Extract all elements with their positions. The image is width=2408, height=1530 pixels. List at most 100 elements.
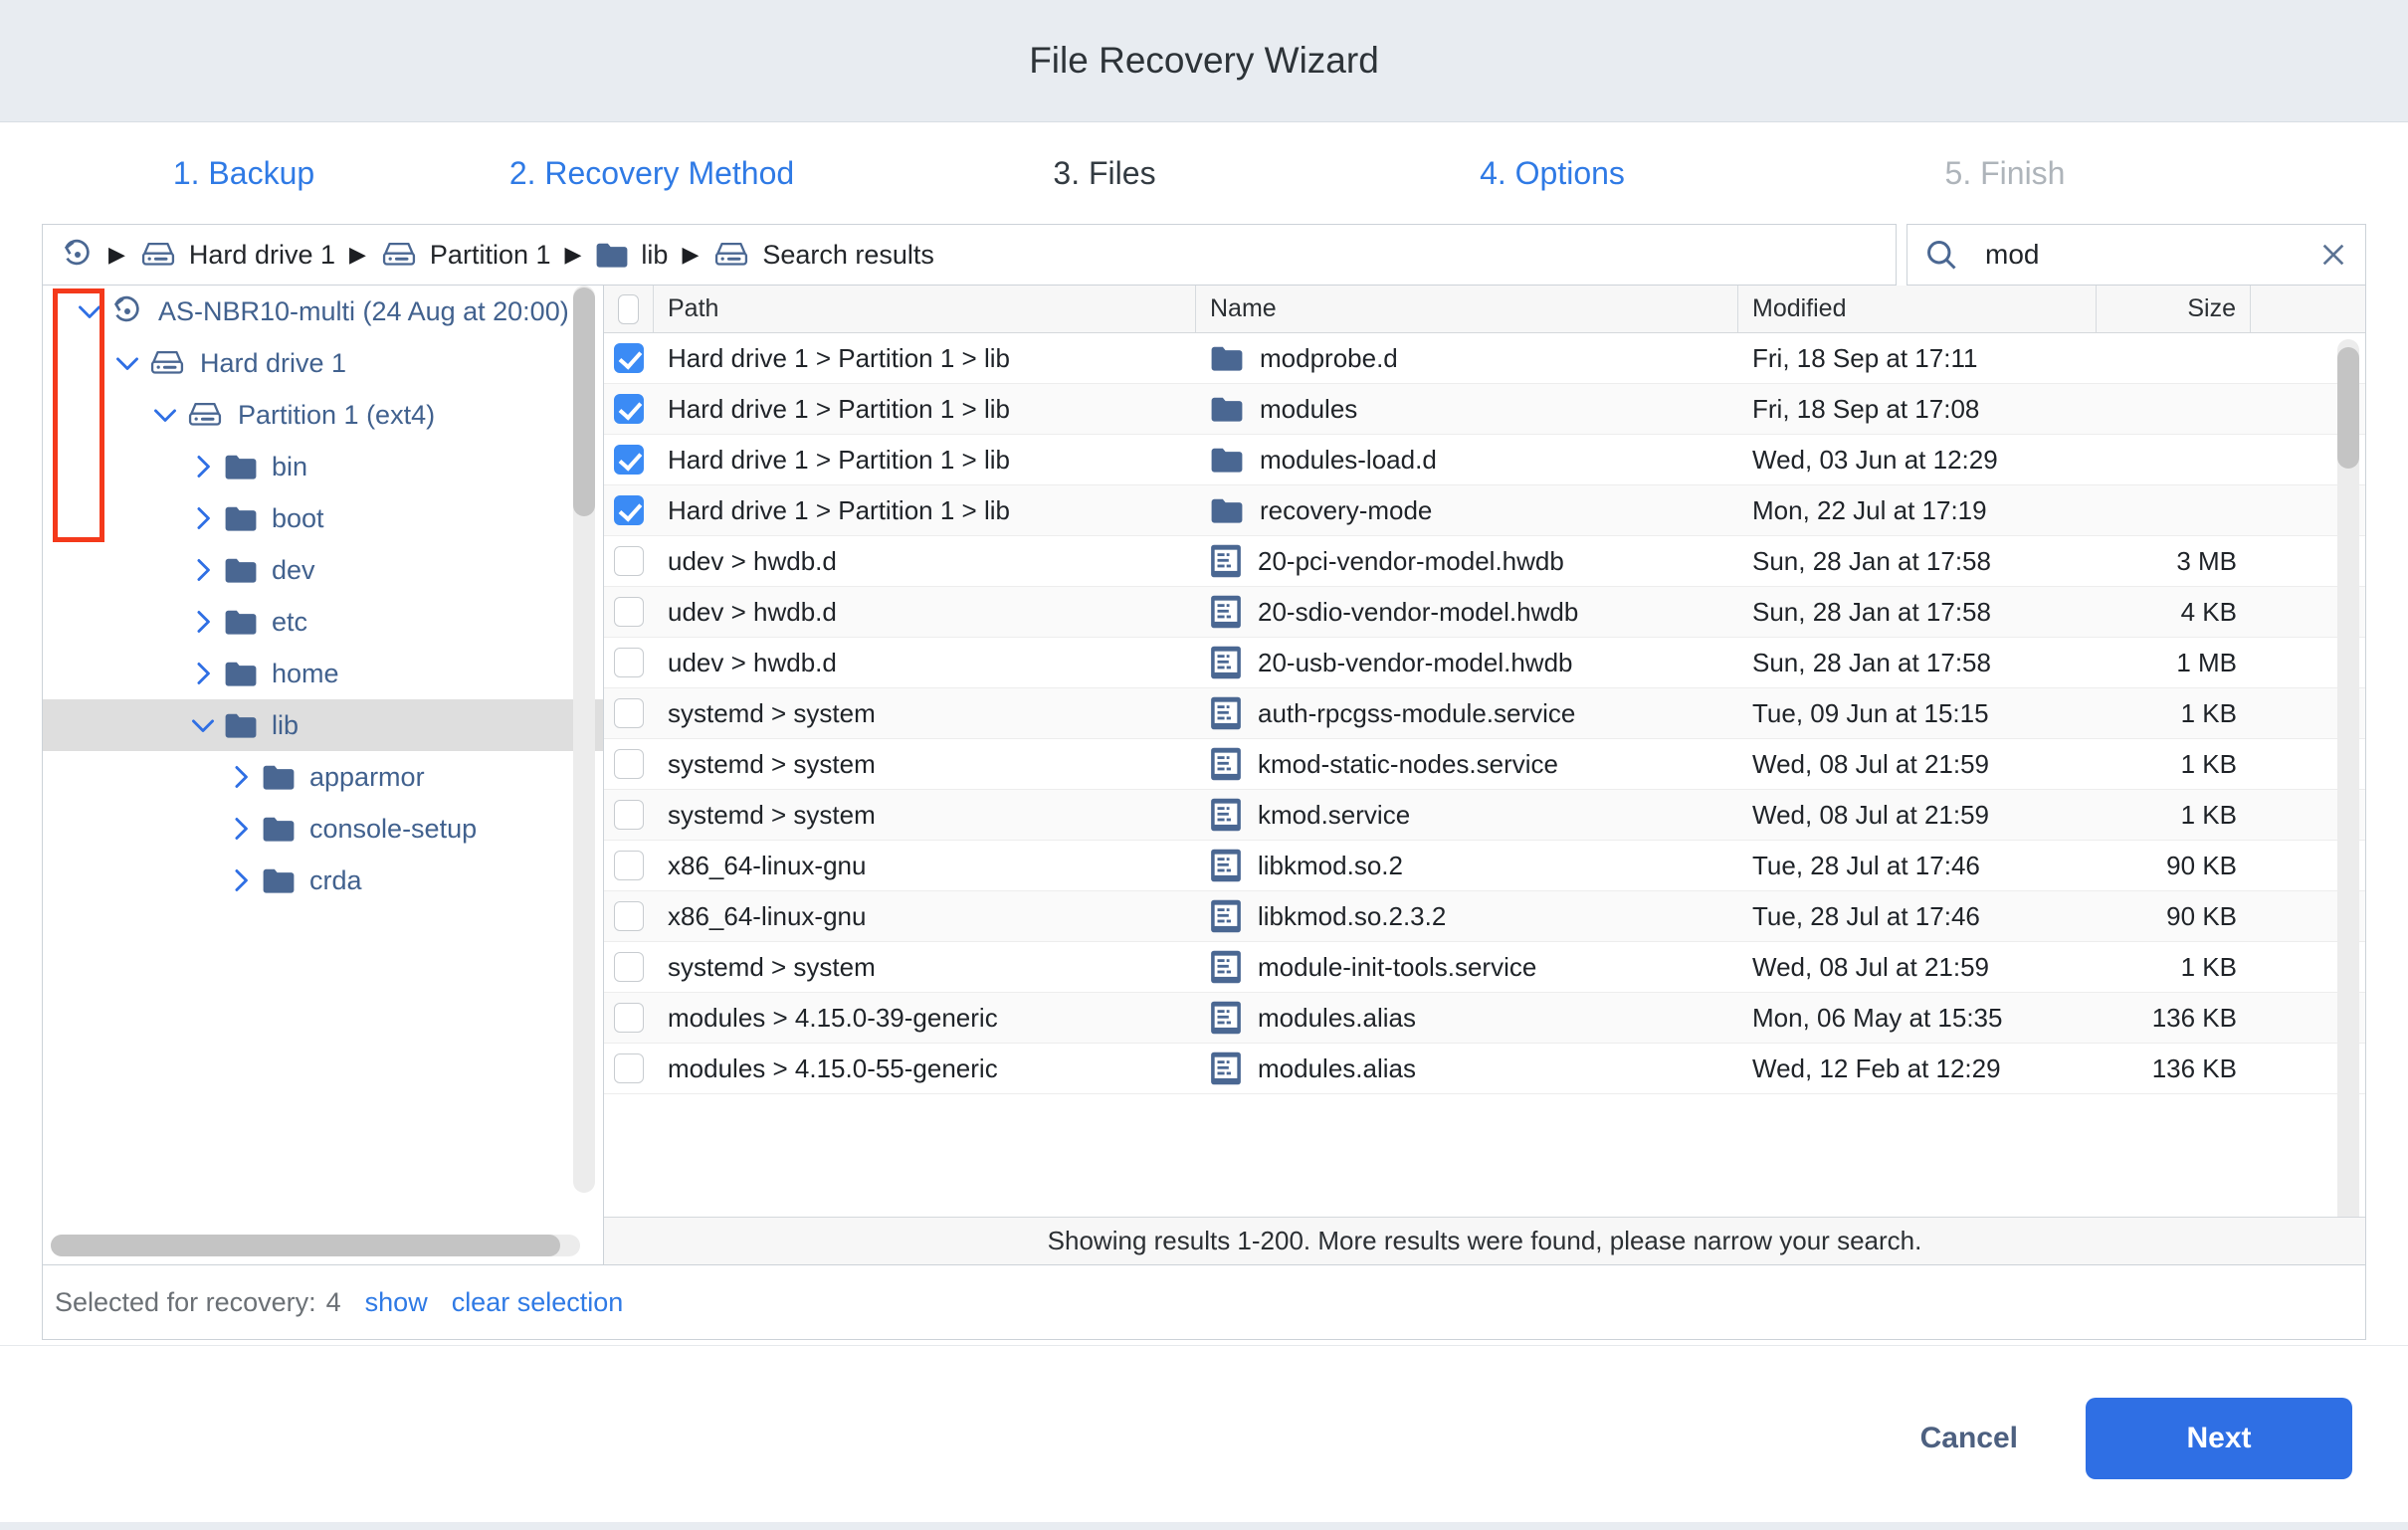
chevron-right-icon[interactable]: [182, 503, 224, 533]
chevron-down-icon[interactable]: [182, 710, 224, 740]
scrollbar-thumb[interactable]: [2337, 347, 2359, 469]
next-button[interactable]: Next: [2086, 1397, 2352, 1479]
select-all-cell[interactable]: [604, 286, 654, 332]
tree-item-bin[interactable]: bin: [43, 441, 603, 492]
cancel-button[interactable]: Cancel: [1914, 1421, 2024, 1456]
clear-search-icon[interactable]: [2317, 239, 2349, 271]
wizard-step-options[interactable]: 4. Options: [1480, 154, 1625, 191]
breadcrumb-item-partition-1[interactable]: Partition 1: [380, 240, 551, 271]
row-checkbox-cell[interactable]: [604, 1053, 654, 1083]
column-header-modified[interactable]: Modified: [1738, 286, 2097, 332]
row-checkbox[interactable]: [614, 698, 644, 728]
row-checkbox-cell[interactable]: [604, 495, 654, 525]
chevron-down-icon[interactable]: [69, 296, 110, 326]
tree-item-dev[interactable]: dev: [43, 544, 603, 596]
tree-item-lib[interactable]: lib: [43, 699, 603, 751]
row-checkbox[interactable]: [614, 1053, 644, 1083]
row-checkbox-cell[interactable]: [604, 952, 654, 982]
folder-tree[interactable]: AS-NBR10-multi (24 Aug at 20:00)Hard dri…: [43, 286, 604, 1264]
row-checkbox-cell[interactable]: [604, 648, 654, 677]
wizard-step-backup[interactable]: 1. Backup: [172, 154, 315, 191]
breadcrumb-item-search-results[interactable]: Search results: [712, 240, 934, 271]
row-checkbox[interactable]: [614, 546, 644, 576]
row-checkbox[interactable]: [614, 394, 644, 424]
chevron-right-icon[interactable]: [182, 607, 224, 637]
column-header-size[interactable]: Size: [2097, 286, 2251, 332]
search-input[interactable]: mod: [1985, 239, 2040, 270]
table-vertical-scrollbar[interactable]: [2337, 339, 2359, 1264]
row-checkbox-cell[interactable]: [604, 851, 654, 880]
row-checkbox-cell[interactable]: [604, 1003, 654, 1033]
breadcrumb-item-lib[interactable]: lib: [595, 240, 668, 271]
row-size: 4 KB: [2180, 596, 2237, 627]
row-checkbox-cell[interactable]: [604, 343, 654, 373]
row-checkbox[interactable]: [614, 800, 644, 830]
scrollbar-thumb[interactable]: [51, 1235, 560, 1256]
row-checkbox[interactable]: [614, 952, 644, 982]
breadcrumb-item-backup[interactable]: [61, 238, 95, 272]
row-checkbox-cell[interactable]: [604, 394, 654, 424]
wizard-step-recovery-method[interactable]: 2. Recovery Method: [508, 154, 795, 191]
row-checkbox-cell[interactable]: [604, 800, 654, 830]
row-checkbox-cell[interactable]: [604, 749, 654, 779]
chevron-down-icon[interactable]: [144, 400, 186, 430]
tree-item-console-setup[interactable]: console-setup: [43, 803, 603, 855]
row-checkbox[interactable]: [614, 749, 644, 779]
row-checkbox[interactable]: [614, 851, 644, 880]
chevron-right-icon[interactable]: [182, 555, 224, 585]
tree-item-partition-1-ext4[interactable]: Partition 1 (ext4): [43, 389, 603, 441]
row-checkbox-cell[interactable]: [604, 901, 654, 931]
row-checkbox-cell[interactable]: [604, 445, 654, 475]
row-checkbox-cell[interactable]: [604, 698, 654, 728]
tree-horizontal-scrollbar[interactable]: [51, 1235, 580, 1256]
tree-item-boot[interactable]: boot: [43, 492, 603, 544]
row-checkbox[interactable]: [614, 597, 644, 627]
row-checkbox[interactable]: [614, 445, 644, 475]
clear-selection-link[interactable]: clear selection: [451, 1286, 624, 1317]
tree-item-etc[interactable]: etc: [43, 596, 603, 648]
row-checkbox[interactable]: [614, 901, 644, 931]
select-all-checkbox[interactable]: [618, 293, 639, 324]
column-header-name[interactable]: Name: [1196, 286, 1738, 332]
tree-item-crda[interactable]: crda: [43, 855, 603, 906]
show-selection-link[interactable]: show: [364, 1286, 428, 1317]
chevron-right-icon[interactable]: [220, 814, 262, 844]
chevron-right-icon[interactable]: [182, 659, 224, 688]
tree-vertical-scrollbar[interactable]: [573, 286, 595, 1193]
search-icon: [1923, 237, 1959, 273]
chevron-right-icon[interactable]: [220, 865, 262, 895]
row-checkbox[interactable]: [614, 343, 644, 373]
row-checkbox[interactable]: [614, 1003, 644, 1033]
row-checkbox-cell[interactable]: [604, 597, 654, 627]
search-box[interactable]: mod: [1906, 224, 2366, 286]
row-checkbox[interactable]: [614, 648, 644, 677]
breadcrumb-item-hard-drive-1[interactable]: Hard drive 1: [139, 240, 335, 271]
scrollbar-thumb[interactable]: [573, 287, 595, 516]
row-checkbox-cell[interactable]: [604, 546, 654, 576]
tree-item-as-nbr10-multi-24-aug-at-20-00[interactable]: AS-NBR10-multi (24 Aug at 20:00): [43, 286, 603, 337]
tree-item-hard-drive-1[interactable]: Hard drive 1: [43, 337, 603, 389]
chevron-right-icon[interactable]: [220, 762, 262, 792]
tree-item-home[interactable]: home: [43, 648, 603, 699]
column-header-path[interactable]: Path: [654, 286, 1196, 332]
chevron-down-icon[interactable]: [106, 348, 148, 378]
row-checkbox[interactable]: [614, 495, 644, 525]
wizard-step-files[interactable]: 3. Files: [1053, 154, 1156, 191]
tree-item-apparmor[interactable]: apparmor: [43, 751, 603, 803]
chevron-right-icon[interactable]: [182, 452, 224, 481]
